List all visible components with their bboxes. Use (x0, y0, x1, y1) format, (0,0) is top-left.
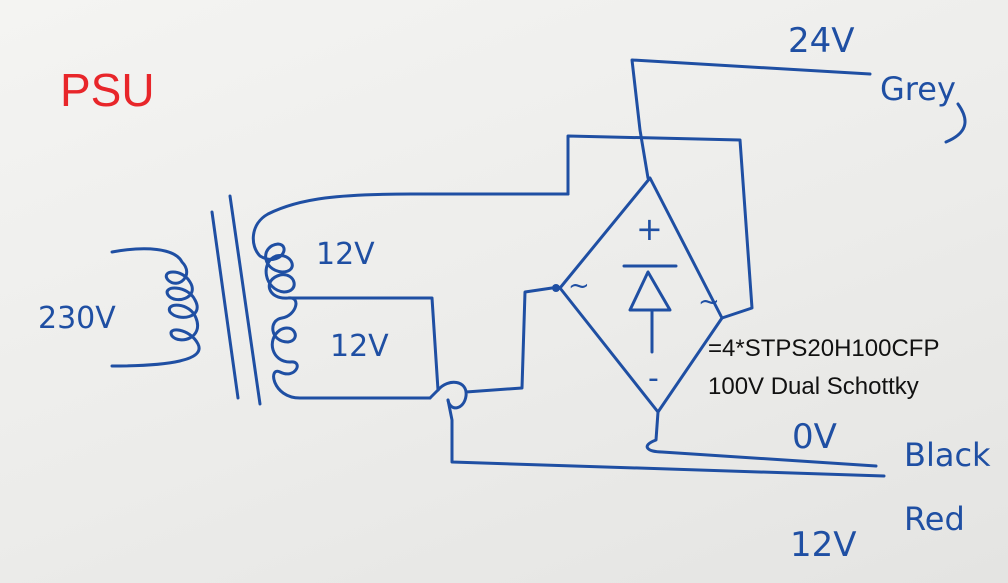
output-24v-color-label: Grey (880, 70, 956, 108)
output-0v-wire (645, 410, 878, 468)
page-title: PSU (60, 64, 155, 116)
ac-wire-top (566, 134, 754, 320)
grey-label-tail (944, 102, 967, 144)
secondary-lower-label: 12V (330, 329, 389, 364)
output-12v-color-label: Red (904, 500, 965, 538)
diode-symbol (622, 264, 678, 354)
ac-wire-bottom (428, 286, 554, 410)
center-tap-wire (288, 296, 440, 392)
primary-winding (110, 247, 201, 368)
output-12v-label: 12V (790, 525, 857, 565)
output-24v-wire (630, 58, 872, 180)
input-voltage-label: 230V (38, 301, 116, 336)
secondary-winding (251, 192, 570, 400)
bridge-ac-left-label: ~ (568, 271, 590, 301)
bridge-plus-label: + (636, 210, 663, 248)
center-tap-output-wire (446, 398, 886, 478)
output-24v-label: 24V (788, 21, 855, 61)
diode-description: 100V Dual Schottky (708, 373, 919, 400)
diode-part-number: =4*STPS20H100CFP (708, 335, 939, 362)
output-0v-color-label: Black (904, 436, 991, 474)
bridge-minus-label: - (648, 361, 659, 396)
core-line-left (210, 210, 240, 400)
bridge-ac-right-label: ~ (698, 287, 720, 317)
bridge-ac-left-node (552, 284, 560, 292)
core-line-right (228, 194, 262, 406)
output-0v-label: 0V (792, 417, 837, 457)
secondary-upper-label: 12V (316, 237, 375, 272)
